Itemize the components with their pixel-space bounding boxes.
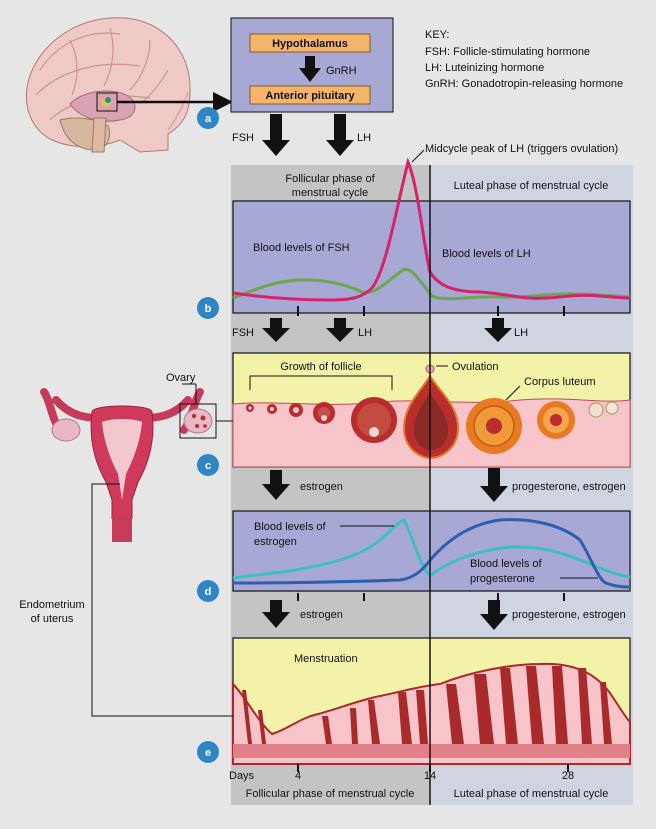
endometrium-label-line1: Endometrium — [19, 599, 84, 611]
estrogen-level-label-line1: Blood levels of — [254, 521, 326, 533]
lh-level-curve — [232, 157, 631, 302]
endometrium-label-line2: of uterus — [31, 613, 74, 625]
gnrh-arrow — [299, 56, 321, 82]
badge-d: d — [197, 580, 219, 602]
estrogen-arrow-c — [262, 470, 290, 500]
progesterone-level-label-line1: Blood levels of — [470, 558, 542, 570]
gnrh-label: GnRH — [326, 65, 357, 77]
ovary-label: Ovary — [166, 372, 196, 384]
progesterone-arrow-d — [480, 600, 508, 630]
lh-level-label: Blood levels of LH — [442, 248, 531, 260]
lh-arrow-b-2-label: LH — [514, 327, 528, 339]
panel-b-ticks — [297, 306, 565, 316]
estrogen-level-curve — [232, 518, 631, 580]
badge-e: e — [197, 741, 219, 763]
progesterone-level-label-line2: progesterone — [470, 573, 535, 585]
key-title: KEY: — [425, 29, 449, 41]
follicle-stage-4 — [313, 402, 335, 424]
anterior-pituitary-label: Anterior pituitary — [265, 90, 355, 102]
follicle-stage-5 — [351, 397, 397, 443]
svg-text:b: b — [205, 303, 212, 315]
anterior-pituitary-box — [249, 85, 371, 105]
day-tick-4: 4 — [295, 770, 301, 782]
panel-d-ticks — [297, 593, 565, 601]
key-line-gnrh: GnRH: Gonadotropin-releasing hormone — [425, 78, 623, 90]
fsh-arrow-b-label: FSH — [232, 327, 254, 339]
svg-text:a: a — [205, 113, 212, 125]
fsh-arrow-top — [262, 114, 290, 156]
lh-arrow-b-1 — [326, 318, 354, 342]
regressing-corpus-luteum — [537, 401, 575, 439]
follicular-phase-header-line1: Follicular phase of — [285, 173, 375, 185]
hypothalamus-box — [249, 33, 371, 53]
ovulation-label: Ovulation — [452, 361, 498, 373]
lh-peak-label: Midcycle peak of LH (triggers ovulation) — [425, 143, 618, 155]
luteal-phase-header: Luteal phase of menstrual cycle — [454, 180, 609, 192]
growth-bracket — [249, 375, 393, 390]
lh-arrow-top — [326, 114, 354, 156]
corpus-luteum — [466, 398, 522, 454]
endometrium-connector — [91, 483, 233, 717]
endometrial-glands — [242, 666, 612, 744]
badge-b: b — [197, 297, 219, 319]
fsh-arrow-top-label: FSH — [232, 132, 254, 144]
growth-of-follicle-label: Growth of follicle — [280, 361, 361, 373]
follicle-stage-2 — [267, 404, 277, 414]
day-tick-14: 14 — [424, 770, 436, 782]
lh-arrow-b-1-label: LH — [358, 327, 372, 339]
fsh-level-label: Blood levels of FSH — [253, 242, 350, 254]
menstruation-label: Menstruation — [294, 653, 358, 665]
progesterone-level-curve — [232, 518, 631, 589]
progesterone-arrow-c-label: progesterone, estrogen — [512, 481, 626, 493]
lh-arrow-top-label: LH — [357, 132, 371, 144]
svg-text:c: c — [205, 460, 211, 472]
estrogen-level-label-line2: estrogen — [254, 536, 297, 548]
myometrium-band — [233, 744, 630, 758]
follicle-stage-1 — [246, 404, 254, 412]
lh-arrow-b-2 — [484, 318, 512, 342]
badge-a: a — [197, 107, 219, 129]
uterus-illustration — [40, 388, 217, 542]
follicular-phase-header-line2: menstrual cycle — [292, 187, 368, 199]
key-line-fsh: FSH: Follicle-stimulating hormone — [425, 46, 590, 58]
svg-text:e: e — [205, 747, 211, 759]
key-line-lh: LH: Luteinizing hormone — [425, 62, 544, 74]
progesterone-arrow-c — [480, 468, 508, 502]
luteal-phase-footer: Luteal phase of menstrual cycle — [454, 788, 609, 800]
hypothalamus-label: Hypothalamus — [272, 38, 348, 50]
days-axis-ticks — [297, 764, 569, 772]
fsh-arrow-b — [262, 318, 290, 342]
estrogen-arrow-d — [262, 600, 290, 628]
svg-text:d: d — [205, 586, 212, 598]
follicle-stage-3 — [289, 403, 303, 417]
estrogen-arrow-c-label: estrogen — [300, 481, 343, 493]
brain-illustration — [26, 17, 191, 153]
estrogen-arrow-d-label: estrogen — [300, 609, 343, 621]
day-tick-28: 28 — [562, 770, 574, 782]
progesterone-arrow-d-label: progesterone, estrogen — [512, 609, 626, 621]
follicular-phase-footer: Follicular phase of menstrual cycle — [246, 788, 415, 800]
corpus-luteum-label: Corpus luteum — [524, 376, 596, 388]
badge-c: c — [197, 454, 219, 476]
fsh-level-curve — [232, 267, 631, 301]
days-label: Days — [229, 770, 255, 782]
corpus-albicans — [588, 401, 619, 418]
